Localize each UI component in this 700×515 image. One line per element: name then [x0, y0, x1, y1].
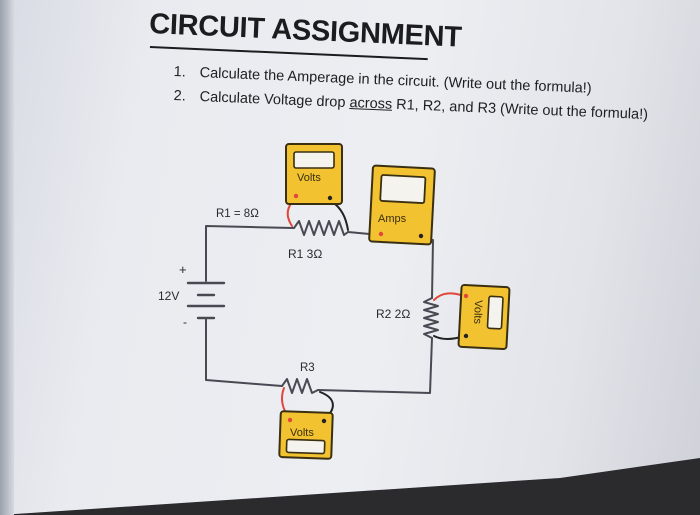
ammeter: Amps [368, 164, 436, 246]
r2-label: R2 2Ω [376, 307, 410, 321]
wire-right-lower [317, 337, 433, 394]
resistor-r1 [293, 220, 349, 236]
wire-top-left [205, 225, 295, 282]
battery-minus-sign: - [183, 315, 187, 329]
voltmeter-bottom: Volts [278, 410, 334, 460]
voltmeter-right-label: Volts [471, 300, 484, 325]
ammeter-label: Amps [378, 213, 407, 225]
voltmeter-right: Volts [457, 283, 511, 351]
r1-label: R1 3Ω [288, 247, 322, 261]
volts-right-lead-red [433, 292, 465, 301]
wire-bottom-left [205, 327, 283, 387]
page-edge-shadow [0, 0, 14, 515]
resistor-r3 [281, 378, 319, 394]
voltmeter-top-label: Volts [297, 172, 321, 184]
battery-voltage-label: 12V [158, 289, 179, 303]
r1-value-note: R1 = 8Ω [216, 208, 259, 220]
r3-label: R3 [300, 362, 315, 374]
resistor-r2 [423, 297, 439, 339]
voltmeter-top: Volts [285, 143, 343, 205]
voltmeter-bottom-label: Volts [290, 427, 314, 439]
battery-plus-sign: + [179, 262, 187, 277]
